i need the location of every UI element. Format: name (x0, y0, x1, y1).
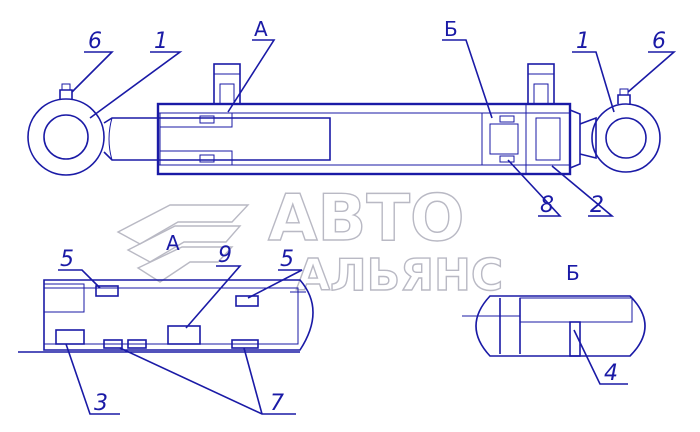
label-8: 8 (540, 193, 554, 218)
label-left-6: 6 (88, 29, 102, 54)
detail-b: Б 4 (462, 261, 646, 386)
detail-a-label-5-right: 5 (280, 247, 294, 272)
label-view-a: А (254, 17, 268, 41)
detail-a-label-9: 9 (218, 243, 232, 268)
right-rod-eye (579, 88, 661, 173)
watermark-logo-icon (116, 204, 250, 283)
detail-a: А 5 9 5 3 7 (18, 231, 314, 416)
main-view: 6 1 А Б 1 6 8 2 (27, 17, 677, 218)
watermark: АВТО АЛЬЯНС (116, 181, 504, 302)
label-2: 2 (590, 193, 604, 218)
watermark-line1: АВТО (268, 182, 464, 256)
label-right-1: 1 (576, 29, 590, 54)
port-b (527, 63, 555, 105)
cylinder-tube (156, 102, 581, 176)
detail-b-label-4: 4 (604, 361, 618, 386)
port-a (213, 63, 241, 105)
left-rod-eye (27, 83, 105, 176)
detail-a-label-5-left: 5 (60, 247, 74, 272)
detail-b-title: Б (566, 261, 580, 285)
detail-a-label-3: 3 (94, 391, 108, 416)
label-right-6: 6 (652, 29, 666, 54)
main-view-callouts: 6 1 А Б 1 6 8 2 (71, 17, 677, 218)
detail-a-title: А (166, 231, 180, 255)
detail-a-label-7: 7 (270, 391, 284, 416)
piston-rod (103, 117, 331, 161)
label-left-1: 1 (154, 29, 168, 54)
label-view-b: Б (444, 17, 458, 41)
watermark-line2: АЛЬЯНС (296, 250, 503, 301)
